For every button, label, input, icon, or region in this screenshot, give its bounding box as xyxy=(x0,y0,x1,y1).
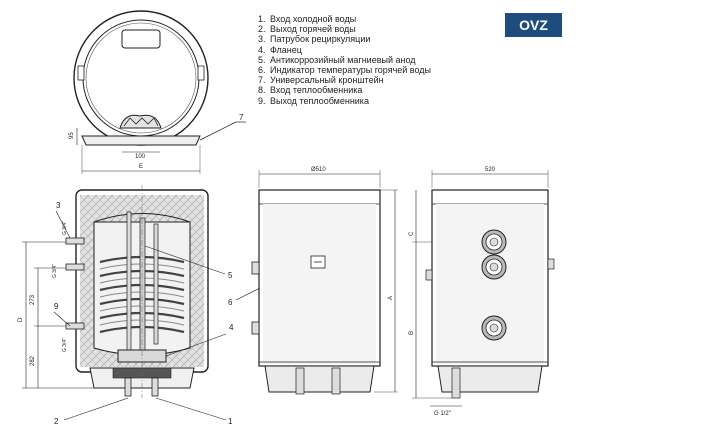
dim-100: 100 xyxy=(135,154,146,160)
dim-d: D xyxy=(18,317,24,322)
legend-item: 5. Антикоррозийный магниевый анод xyxy=(258,55,488,65)
dim-g34-c: G 3/4" xyxy=(62,338,68,352)
callout-7: 7 xyxy=(239,113,244,122)
legend-text: Вход холодной воды xyxy=(270,14,357,24)
side-view: 520 C B G 1/2" xyxy=(409,167,555,417)
legend-item: 8. Вход теплообменника xyxy=(258,85,488,95)
dim-95: 95 xyxy=(69,132,75,139)
side-port-upper xyxy=(481,229,507,255)
model-badge: OVZ xyxy=(505,13,562,37)
callout-3: 3 xyxy=(56,201,61,210)
legend-num: 5. xyxy=(258,54,266,65)
legend-item: 7. Универсальный кронштейн xyxy=(258,75,488,85)
legend-item: 1. Вход холодной воды xyxy=(258,14,488,24)
legend-text: Патрубок рециркуляции xyxy=(270,34,371,45)
dim-520: 520 xyxy=(485,167,496,173)
callout-5: 5 xyxy=(228,271,233,280)
legend-item: 2. Выход горячей воды xyxy=(258,24,488,34)
legend-item: 4. Фланец xyxy=(258,45,488,55)
callout-9: 9 xyxy=(54,302,59,311)
top-view: 95 100 E 7 xyxy=(69,10,246,174)
legend-num: 9. xyxy=(258,95,266,106)
legend-num: 1. xyxy=(258,14,266,24)
dim-d510: Ø510 xyxy=(311,167,326,173)
dim-g12: G 1/2" xyxy=(434,411,451,417)
front-view: Ø510 A xyxy=(251,167,398,395)
callout-4: 4 xyxy=(229,323,234,332)
dim-b: B xyxy=(409,331,415,335)
legend-num: 2. xyxy=(258,24,266,35)
callout-6: 6 xyxy=(228,298,233,307)
legend-num: 8. xyxy=(258,85,266,96)
callout-2: 2 xyxy=(54,417,59,426)
legend-list: 1. Вход холодной воды 2. Выход горячей вод… xyxy=(258,14,488,106)
legend-text: Антикоррозийный магниевый анод xyxy=(270,54,416,65)
side-port-middle xyxy=(481,254,507,280)
dim-282: 282 xyxy=(30,355,36,366)
dim-273: 273 xyxy=(30,294,36,305)
section-view: D 273 282 G 3/4" G 3/4" G 3/4" 3 9 5 6 4… xyxy=(18,185,313,426)
legend-text: Вход теплообменника xyxy=(270,85,363,96)
legend-num: 6. xyxy=(258,65,266,76)
legend-text: Выход теплообменника xyxy=(270,95,369,106)
legend-text: Индикатор температуры горячей воды xyxy=(270,65,431,76)
legend-num: 3. xyxy=(258,34,266,45)
side-port-lower xyxy=(481,315,507,341)
legend-num: 4. xyxy=(258,44,266,55)
legend-item: 9. Выход теплообменника xyxy=(258,96,488,106)
callout-1: 1 xyxy=(228,417,233,426)
legend-item: 3. Патрубок рециркуляции xyxy=(258,34,488,44)
dim-g34-b: G 3/4" xyxy=(52,264,58,278)
legend-item: 6. Индикатор температуры горячей воды xyxy=(258,65,488,75)
dim-e: E xyxy=(139,164,143,170)
dim-c: C xyxy=(409,231,415,236)
dim-a: A xyxy=(388,296,394,300)
legend-text: Фланец xyxy=(270,44,302,55)
legend-text: Универсальный кронштейн xyxy=(270,75,384,86)
legend-text: Выход горячей воды xyxy=(270,24,356,35)
legend-num: 7. xyxy=(258,75,266,86)
